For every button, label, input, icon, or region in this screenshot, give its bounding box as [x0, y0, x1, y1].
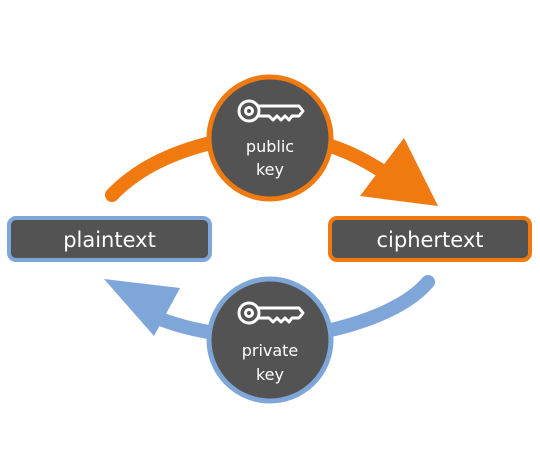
public-key-label-line1: public [246, 137, 294, 156]
public-key-label-line2: key [256, 160, 284, 179]
plaintext-label: plaintext [63, 228, 156, 252]
public-key-node: public key [206, 74, 334, 202]
ciphertext-box [328, 216, 532, 262]
encrypt-arrowhead [360, 138, 438, 206]
plaintext-box [7, 216, 212, 262]
key-icon [237, 301, 305, 325]
plaintext-node: plaintext [7, 216, 212, 262]
ciphertext-label: ciphertext [376, 228, 483, 252]
ciphertext-node: ciphertext [328, 216, 532, 262]
decrypt-arrowhead [104, 279, 180, 336]
key-icon [237, 99, 305, 123]
private-key-label-line1: private [242, 341, 299, 360]
private-key-node: private key [206, 276, 334, 404]
private-key-label-line2: key [256, 365, 284, 384]
